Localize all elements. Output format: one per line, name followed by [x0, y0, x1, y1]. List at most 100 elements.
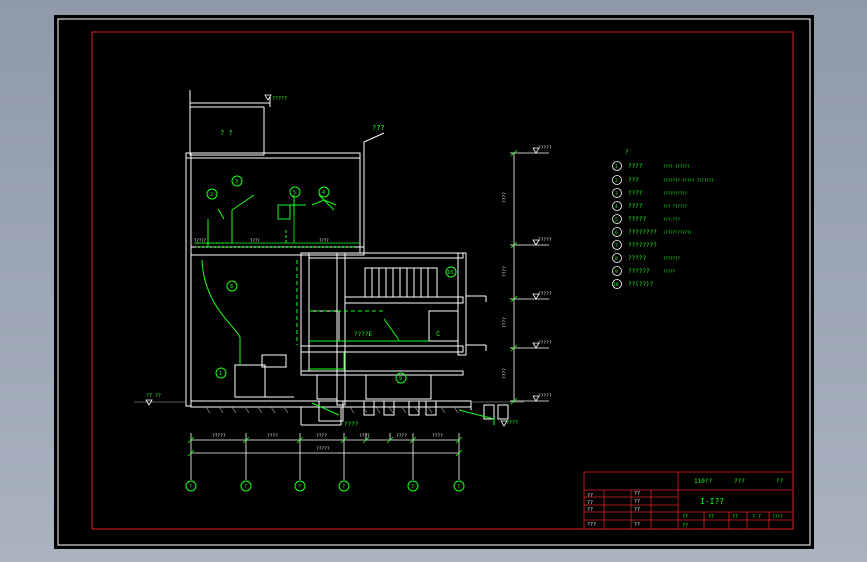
legend-num-9: 9: [615, 269, 618, 275]
callout-circles: [206, 175, 457, 384]
right-trench-note: ????: [506, 420, 518, 426]
title-block: 110?? ??? ?? I-I?? ?? ?? ?? ?? ?? ?? ???…: [583, 471, 794, 530]
small-dim-mid2: ????: [319, 238, 329, 243]
legend-spec-8: ???????: [663, 256, 680, 261]
callout-7: 10: [447, 270, 453, 276]
vdim-1: ????: [502, 192, 508, 203]
roof-elevation-note: ?????: [272, 96, 287, 102]
axis-label-3: ?: [298, 484, 301, 490]
legend-name-10: ??(??)?: [628, 281, 654, 288]
legend-spec-1: ????-??????: [663, 164, 690, 169]
elevation-label-4: ?????: [538, 340, 552, 346]
legend-name-2: ???: [628, 177, 639, 184]
tb-row4-b: ??: [634, 522, 640, 528]
tb-row4-a: ???: [587, 522, 596, 528]
tb-row2-a: ??: [587, 500, 593, 506]
legend-num-2: 2: [615, 178, 618, 184]
axis-label-4: ?: [342, 484, 345, 490]
hdim-3: ????: [316, 433, 327, 439]
tb-row3-a: ??: [587, 507, 593, 513]
legend-spec-6: (??????????): [663, 230, 692, 235]
tb-bottom-3: ??: [732, 514, 738, 520]
legend-num-1: 1: [615, 164, 618, 170]
legend-name-1: ????: [628, 163, 643, 170]
red-border: [91, 31, 794, 530]
legend-spec-4: ??? ??????: [663, 204, 688, 209]
legend-name-9: ??????: [628, 268, 650, 275]
tb-bottom-6: ????: [772, 514, 783, 520]
legend-name-4: ????: [628, 203, 643, 210]
title-project: 110??: [694, 478, 712, 485]
callout-5: 8: [230, 284, 233, 290]
callout-3: 5: [293, 190, 296, 196]
small-dim-mid: ????: [250, 238, 260, 243]
vdim-2: ????: [502, 266, 508, 277]
drawing-sheet[interactable]: ????? ? ? ??? ????E C ?? ?? ???? ???? ??…: [54, 15, 814, 549]
top-room-label: ? ?: [220, 129, 233, 137]
outer-frame: [57, 18, 811, 546]
vdim-3: ????: [502, 317, 508, 328]
legend-title: ?: [625, 149, 629, 156]
section-drawing: ????? ? ? ??? ????E C ?? ?? ???? ???? ??…: [57, 18, 811, 546]
hdim-1: ?????: [212, 433, 226, 439]
callout-8: 9: [399, 376, 402, 382]
tb-bottom-5: ?-?: [752, 514, 761, 520]
elevation-symbols: [145, 94, 540, 427]
title-col2: ???: [734, 478, 745, 485]
legend-num-5: 5: [615, 217, 618, 223]
legend-name-3: ????: [628, 190, 643, 197]
ground-hatch: [134, 401, 524, 414]
legend-spec-3: ??????????: [663, 191, 688, 196]
axis-bubbles: [185, 480, 465, 492]
tb-bottom-2: ??: [708, 514, 714, 520]
legend-num-4: 4: [615, 204, 618, 210]
callout-2: 3: [235, 179, 238, 185]
tb-row1-b: ??: [634, 491, 640, 497]
hdim-total: ?????: [316, 446, 330, 452]
dimension-lines: [190, 152, 549, 480]
room-label-2: C: [436, 330, 440, 338]
hdim-5: ????: [396, 433, 407, 439]
vdim-4: ????: [502, 368, 508, 379]
building-structure: [185, 90, 509, 426]
room-label-1: ????E: [354, 331, 372, 338]
axis-label-5: ?: [411, 484, 414, 490]
hdim-4: ????: [359, 433, 370, 439]
cable-trench-note: ????: [344, 421, 359, 428]
axis-label-1: ?: [189, 484, 192, 490]
tb-bottom-4: ??: [682, 523, 688, 529]
elevation-label-1: ?????: [538, 145, 552, 151]
elevation-label-2: ?????: [538, 237, 552, 243]
tb-row3-b: ??: [634, 507, 640, 513]
legend-spec-5: ???-???: [663, 217, 680, 222]
callout-1: 2: [210, 192, 213, 198]
tb-row2-b: ??: [634, 499, 640, 505]
legend: ? 1 2 3 4 5: [612, 149, 714, 289]
drawing-name: I-I??: [700, 497, 724, 506]
elevation-label-3: ?????: [538, 291, 552, 297]
legend-num-10: 10: [613, 282, 619, 288]
axis-label-6: ?: [457, 484, 460, 490]
hdim-6: ????: [432, 433, 443, 439]
legend-num-3: 3: [615, 191, 618, 197]
axis-label-2: ?: [244, 484, 247, 490]
title-col3: ??: [776, 478, 784, 485]
legend-num-6: 6: [615, 230, 618, 236]
legend-name-7: ????????: [628, 242, 657, 249]
callout-4: 4: [322, 190, 325, 196]
legend-name-6: ????????: [628, 229, 657, 236]
legend-spec-2: ???????-????? ???????: [663, 178, 714, 183]
right-room-note: ???: [372, 124, 385, 132]
dimension-ticks: [187, 149, 518, 457]
small-dim-left: ?????: [194, 238, 207, 243]
tb-row1-a: ??: [587, 493, 593, 499]
callout-6: 1: [219, 371, 222, 377]
tb-bottom-1: ??: [682, 514, 688, 520]
hdim-2: ????: [267, 433, 278, 439]
legend-spec-9: ?????: [663, 269, 676, 274]
legend-name-5: ?????: [628, 216, 646, 223]
elevation-label-5: ?????: [538, 393, 552, 399]
legend-num-7: 7: [615, 243, 618, 249]
legend-name-8: ?????: [628, 255, 646, 262]
